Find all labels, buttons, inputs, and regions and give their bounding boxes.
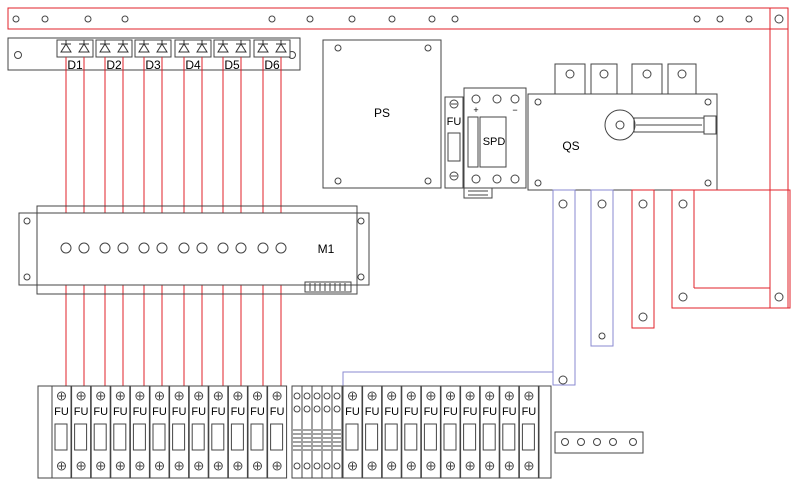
spd-minus-label: − — [512, 105, 517, 115]
diode-group: D1 D2 D3 D4 D5 D6 — [56, 39, 291, 72]
diode-d3: D3 — [134, 39, 172, 72]
fuse-module: FU — [169, 385, 190, 479]
fuse-module: FU — [71, 385, 92, 479]
terminal-block — [331, 385, 343, 479]
fuse-module: FU — [479, 385, 500, 479]
fuse-module: FU — [401, 385, 422, 479]
diode-label: D4 — [185, 58, 201, 72]
fuse-label: FU — [54, 406, 69, 418]
diode-label: D5 — [224, 58, 240, 72]
fuse-module: FU — [129, 385, 150, 479]
fuse-module: FU — [420, 385, 441, 479]
fuse-module: FU — [342, 385, 363, 479]
fuse-module: FU — [518, 385, 539, 479]
qs-label: QS — [562, 139, 579, 153]
fuse-label: FU — [384, 406, 399, 418]
fuse-label: FU — [424, 406, 439, 418]
fu-breaker: FU — [444, 96, 464, 189]
fuse-label: FU — [522, 406, 537, 418]
m1-terminal — [60, 242, 72, 254]
fuse-label: FU — [93, 406, 108, 418]
top-rail — [7, 7, 789, 30]
terminal-block — [321, 385, 333, 479]
m1-label: M1 — [318, 242, 335, 256]
m1-terminal — [178, 242, 190, 254]
fuse-module: FU — [499, 385, 520, 479]
fuse-module: FU — [227, 385, 248, 479]
fuse-label: FU — [463, 406, 478, 418]
fuse-label: FU — [443, 406, 458, 418]
fuse-module: FU — [110, 385, 131, 479]
fuse-module: FU — [362, 385, 383, 479]
fuse-label: FU — [250, 406, 265, 418]
diode-label: D6 — [264, 58, 280, 72]
fuse-label: FU — [74, 406, 89, 418]
diode-label: D2 — [106, 58, 122, 72]
diode-label: D3 — [145, 58, 161, 72]
fuse-module: FU — [247, 385, 268, 479]
m1-terminal — [235, 242, 247, 254]
right-busbar — [769, 7, 789, 309]
terminal-block — [291, 385, 303, 479]
diode-d1: D1 — [56, 39, 94, 72]
m1-terminal — [156, 242, 168, 254]
fuse-module: FU — [51, 385, 72, 479]
fuse-label: FU — [113, 406, 128, 418]
spd-module: + − SPD — [463, 87, 527, 199]
fuse-module: FU — [440, 385, 461, 479]
fuse-label: FU — [270, 406, 285, 418]
fuse-label: FU — [482, 406, 497, 418]
diode-d5: D5 — [213, 39, 251, 72]
fuse-label: FU — [345, 406, 360, 418]
fuse-module: FU — [149, 385, 170, 479]
diode-d2: D2 — [95, 39, 133, 72]
m1-terminal — [275, 242, 287, 254]
m1-terminal — [138, 242, 150, 254]
fu-breaker-label: FU — [447, 116, 462, 128]
diode-label: D1 — [67, 58, 83, 72]
fuse-module: FU — [460, 385, 481, 479]
fuse-label: FU — [211, 406, 226, 418]
spd-label: SPD — [483, 136, 506, 148]
fuse-module: FU — [267, 385, 288, 479]
fuse-label: FU — [502, 406, 517, 418]
fuse-label: FU — [152, 406, 167, 418]
qs-output-bars — [342, 189, 791, 392]
fuse-module: FU — [90, 385, 111, 479]
spd-plus-label: + — [473, 105, 478, 115]
m1-terminal — [217, 242, 229, 254]
m1-terminal — [196, 242, 208, 254]
fuse-module: FU — [208, 385, 229, 479]
diode-d6: D6 — [253, 39, 291, 72]
fuse-label: FU — [133, 406, 148, 418]
ground-bar — [554, 431, 644, 454]
fuse-block: FU FU FU FU FU FU FU FU FU FU FU FU FU FU FU FU FU FU FU FU… — [37, 385, 552, 479]
fuse-module: FU — [381, 385, 402, 479]
ps-label: PS — [374, 106, 390, 120]
terminal-block — [301, 385, 313, 479]
fuse-module: FU — [188, 385, 209, 479]
fuse-label: FU — [172, 406, 187, 418]
m1-terminal — [99, 242, 111, 254]
diode-rail — [7, 37, 301, 71]
fuse-label: FU — [191, 406, 206, 418]
qs-switch: QS — [527, 63, 718, 191]
diode-d4: D4 — [174, 39, 212, 72]
ps-module: PS — [322, 39, 442, 189]
fuse-label: FU — [365, 406, 380, 418]
terminal-block — [311, 385, 323, 479]
m1-terminal — [257, 242, 269, 254]
fuse-label: FU — [404, 406, 419, 418]
m1-module: M1 — [18, 205, 370, 295]
m1-terminal — [117, 242, 129, 254]
fuse-label: FU — [231, 406, 246, 418]
m1-terminal — [78, 242, 90, 254]
